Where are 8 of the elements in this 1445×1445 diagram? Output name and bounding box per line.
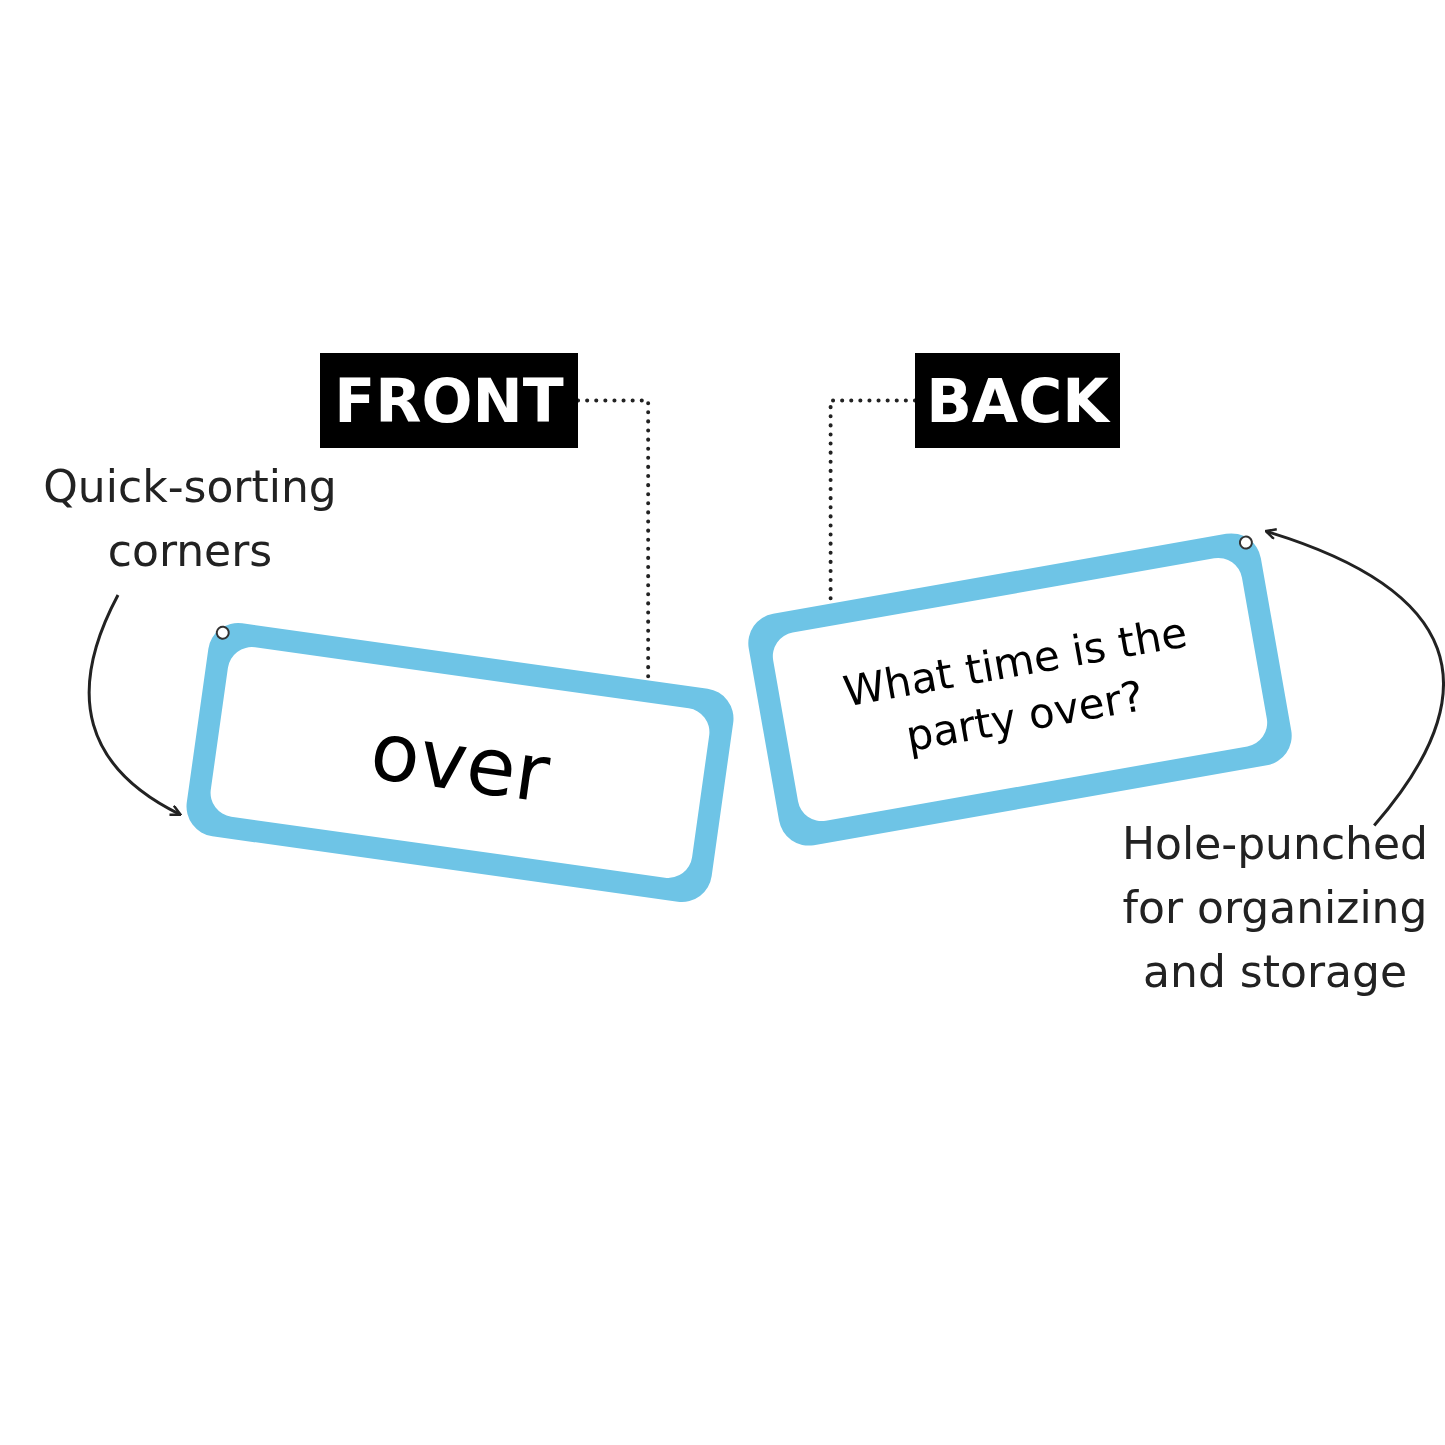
callout-text: Hole-punched for organizing and storage bbox=[1120, 812, 1430, 1082]
card-text: over bbox=[364, 702, 556, 823]
curved-arrow bbox=[1264, 528, 1445, 827]
side-label-tag: FRONT bbox=[320, 353, 578, 448]
callout-text: Quick-sorting corners bbox=[10, 455, 370, 595]
curved-arrow bbox=[87, 594, 182, 817]
card-text: What time is the party over? bbox=[838, 606, 1192, 763]
side-label-tag: BACK bbox=[915, 353, 1120, 448]
